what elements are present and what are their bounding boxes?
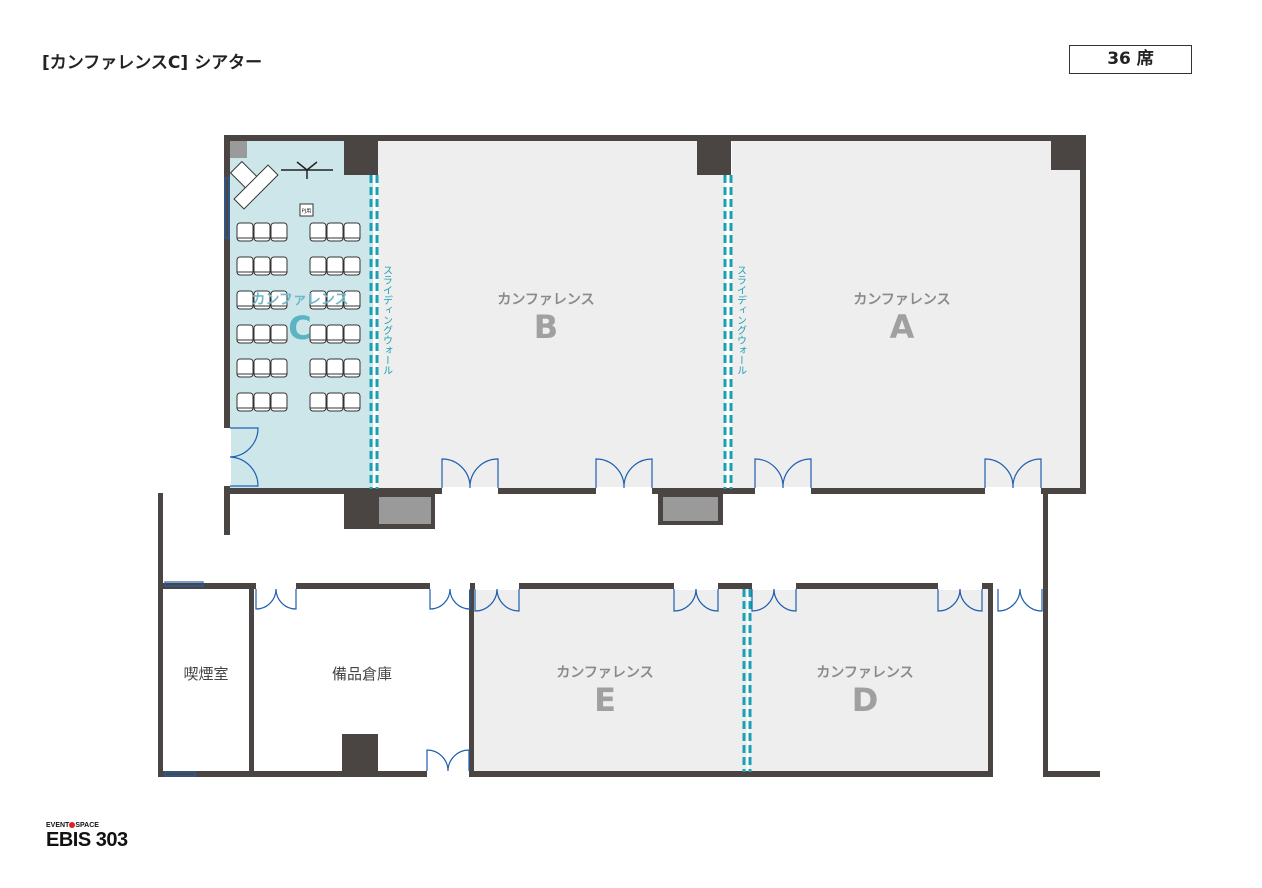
chair	[309, 222, 327, 242]
chair	[236, 358, 254, 378]
chair	[236, 256, 254, 276]
chair	[309, 290, 327, 310]
smoking-room-label: 喫煙室	[183, 665, 228, 683]
chair	[326, 222, 344, 242]
room-b-label: カンファレンス	[497, 292, 594, 308]
chair	[326, 256, 344, 276]
chair	[253, 256, 271, 276]
room-c-label: カンファレンス	[251, 292, 348, 308]
room-a-label: カンファレンス	[853, 292, 950, 308]
storage-room-label: 備品倉庫	[332, 665, 392, 683]
chair	[343, 222, 361, 242]
room-b-area[interactable]	[378, 141, 725, 489]
chair	[253, 324, 271, 344]
chair	[326, 324, 344, 344]
chair	[309, 392, 327, 412]
chair	[253, 358, 271, 378]
chairs	[236, 222, 361, 412]
room-a-letter: A	[890, 308, 915, 346]
chair	[343, 392, 361, 412]
chair	[326, 392, 344, 412]
projector-label: PJ用	[302, 209, 312, 215]
chair	[236, 222, 254, 242]
chair	[309, 324, 327, 344]
storage-box	[379, 497, 431, 524]
chair	[270, 256, 288, 276]
column-block	[230, 141, 247, 158]
chair	[270, 358, 288, 378]
page-title: [カンファレンスC] シアター	[42, 53, 263, 73]
chair	[236, 290, 254, 310]
sliding-wall-label: スライディングウォール	[735, 265, 747, 375]
doors	[164, 177, 1043, 777]
room-d-area[interactable]	[749, 589, 990, 772]
sliding-walls	[369, 175, 752, 772]
chair	[309, 358, 327, 378]
sliding-wall-label: スライディングウォール	[381, 265, 393, 375]
chair	[270, 290, 288, 310]
chair	[270, 324, 288, 344]
storage-box	[663, 497, 718, 521]
chair	[253, 222, 271, 242]
room-c-letter: C	[288, 309, 311, 347]
chair	[253, 392, 271, 412]
walls	[158, 135, 1100, 777]
seat-count-badge: 36 席	[1069, 45, 1192, 74]
room-a-area[interactable]	[732, 141, 1080, 489]
chair	[343, 256, 361, 276]
chair	[236, 324, 254, 344]
room-e-label: カンファレンス	[556, 665, 653, 681]
room-e-letter: E	[594, 681, 616, 719]
chair	[343, 290, 361, 310]
room-d-letter: D	[852, 681, 879, 719]
room-e-area[interactable]	[474, 589, 747, 772]
chair	[343, 324, 361, 344]
room-d-label: カンファレンス	[816, 665, 913, 681]
chair	[253, 290, 271, 310]
chair	[343, 358, 361, 378]
room-b-letter: B	[534, 308, 558, 346]
chair	[270, 392, 288, 412]
chair	[236, 392, 254, 412]
chair	[326, 358, 344, 378]
chair	[309, 256, 327, 276]
screen-and-table: PJ用	[229, 160, 333, 217]
chair	[326, 290, 344, 310]
chair	[270, 222, 288, 242]
